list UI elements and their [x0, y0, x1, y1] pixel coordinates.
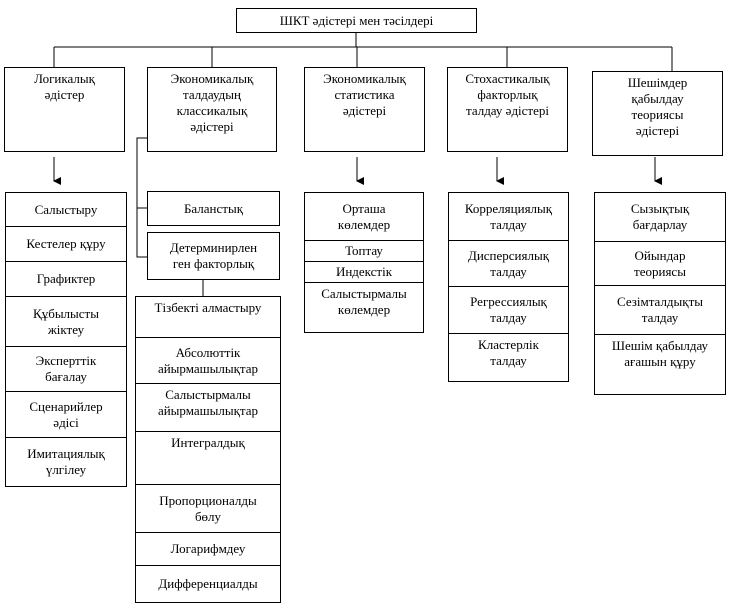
list-item: Ойындар теориясы [595, 241, 725, 285]
list-item: Логарифмдеу [136, 532, 280, 565]
list-item-label: Имитациялық үлгілеу [27, 446, 105, 477]
list-item: Салыстыру [6, 193, 126, 226]
category-stochastic-box: Стохастикалық факторлық талдау әдістері [447, 67, 568, 152]
root-title-box: ШКТ әдістері мен тәсілдері [236, 8, 477, 33]
list-item-label: Шешім қабылдау ағашын құру [611, 338, 709, 369]
classical-bracket-line [136, 137, 147, 258]
category-classical-box: Экономикалық талдаудың классикалық әдіст… [147, 67, 277, 152]
list-item-label: Құбылысты жіктеу [33, 305, 99, 337]
list-item-label: Тізбекті алмастыру [154, 300, 262, 315]
list-item-label: Топтау [345, 243, 383, 258]
list-item-label: Абсолюттік айырмашылықтар [157, 344, 259, 376]
category-classical-label: Экономикалық талдаудың классикалық әдіст… [170, 71, 254, 134]
list-item: Дифференциалды [136, 565, 280, 602]
list-item-label: Ойындар теориясы [634, 247, 686, 279]
balance-method-label: Баланстық [183, 200, 244, 216]
list-item-label: Салыстырмалы көлемдер [321, 286, 407, 317]
list-item: Сызықтық бағдарлау [595, 193, 725, 241]
decision-methods-list: Сызықтық бағдарлау Ойындар теориясы Сезі… [594, 192, 726, 395]
list-item-label: Кластерлік талдау [478, 337, 539, 368]
list-item-label: Орташа көлемдер [337, 200, 391, 232]
list-item: Кластерлік талдау [449, 333, 568, 381]
list-item: Кестелер құру [6, 226, 126, 261]
list-item: Орташа көлемдер [305, 193, 423, 240]
deterministic-method-label: Детерминирлен ген факторлық [169, 240, 258, 271]
list-item: Дисперсиялық талдау [449, 240, 568, 286]
list-item-label: Сезімталдықты талдау [616, 294, 704, 325]
list-item: Индекстік [305, 261, 423, 282]
list-item-label: Эксперттік бағалау [35, 353, 97, 384]
category-decision-box: Шешімдер қабылдау теориясы әдістері [592, 71, 723, 156]
category-statistics-box: Экономикалық статистика әдістері [304, 67, 425, 152]
list-item-label: Логарифмдеу [170, 541, 246, 556]
root-title: ШКТ әдістері мен тәсілдері [279, 12, 434, 28]
list-item-label: Интегралдық [171, 435, 245, 450]
category-statistics-label: Экономикалық статистика әдістері [323, 71, 406, 118]
list-item: Корреляциялық талдау [449, 193, 568, 240]
list-item: Салыстырмалы көлемдер [305, 282, 423, 332]
logical-methods-list: Салыстыру Кестелер құру Графиктер Құбылы… [5, 192, 127, 487]
list-item-label: Салыстырмалы айырмашылықтар [157, 387, 259, 418]
list-item: Сценарийлер әдісі [6, 391, 126, 437]
category-stochastic-label: Стохастикалық факторлық талдау әдістері [465, 71, 550, 118]
list-item: Тізбекті алмастыру [136, 297, 280, 337]
list-item-label: Пропорционалды бөлу [159, 492, 257, 524]
list-item: Пропорционалды бөлу [136, 484, 280, 532]
list-item-label: Дисперсиялық талдау [467, 247, 550, 279]
list-item: Имитациялық үлгілеу [6, 437, 126, 486]
list-item-label: Регрессиялық талдау [470, 294, 547, 325]
stochastic-methods-list: Корреляциялық талдау Дисперсиялық талдау… [448, 192, 569, 382]
list-item: Регрессиялық талдау [449, 286, 568, 333]
category-decision-label: Шешімдер қабылдау теориясы әдістері [627, 75, 688, 138]
category-logical-label: Логикалық әдістер [34, 71, 95, 102]
list-item-label: Салыстыру [34, 201, 98, 217]
list-item: Сезімталдықты талдау [595, 285, 725, 334]
list-item-label: Сценарийлер әдісі [29, 398, 103, 430]
balance-method-box: Баланстық [147, 191, 280, 226]
list-item-label: Индекстік [335, 264, 393, 279]
list-item: Шешім қабылдау ағашын құру [595, 334, 725, 394]
statistics-methods-list: Орташа көлемдер Топтау Индекстік Салысты… [304, 192, 424, 333]
list-item-label: Корреляциялық талдау [464, 200, 553, 232]
list-item: Эксперттік бағалау [6, 346, 126, 391]
category-logical-box: Логикалық әдістер [4, 67, 125, 152]
deterministic-methods-list: Тізбекті алмастыру Абсолюттік айырмашылы… [135, 296, 281, 603]
list-item-label: Кестелер құру [26, 236, 106, 251]
deterministic-method-box: Детерминирлен ген факторлық [147, 232, 280, 280]
list-item-label: Графиктер [36, 271, 96, 286]
list-item: Құбылысты жіктеу [6, 296, 126, 346]
list-item: Графиктер [6, 261, 126, 296]
list-item-label: Сызықтық бағдарлау [630, 201, 690, 232]
list-item: Интегралдық [136, 431, 280, 484]
list-item: Топтау [305, 240, 423, 261]
list-item: Салыстырмалы айырмашылықтар [136, 383, 280, 431]
list-item: Абсолюттік айырмашылықтар [136, 337, 280, 383]
list-item-label: Дифференциалды [158, 576, 258, 591]
